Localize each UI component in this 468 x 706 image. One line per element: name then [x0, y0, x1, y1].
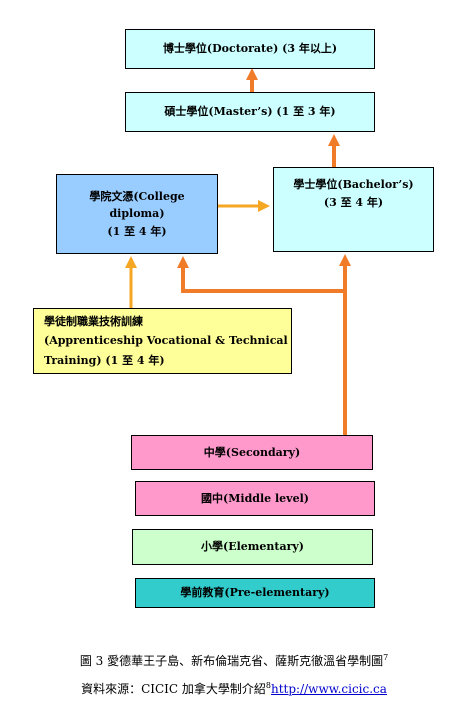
pre-elementary-box: 學前教育(Pre-elementary) — [135, 578, 375, 608]
figure-caption-text: 圖 3 愛德華王子島、新布倫瑞克省、薩斯克徹溫省學制圖 — [79, 654, 384, 668]
masters-label: 碩士學位(Master’s) (1 至 3 年) — [164, 105, 336, 119]
bachelor-box: 學士學位(Bachelor’s) (3 至 4 年) — [273, 167, 434, 252]
apprenticeship-label-line-2: (Apprenticeship Vocational & Technical — [44, 334, 288, 348]
elementary-label: 小學(Elementary) — [200, 540, 304, 554]
apprenticeship-label-line-1: 學徒制職業技術訓練 — [44, 315, 143, 329]
college-box: 學院文憑(College diploma) (1 至 4 年) — [56, 174, 218, 254]
source-caption-text: 資料來源：CICIC 加拿大學制介紹 — [81, 682, 266, 696]
source-caption-note: 8 — [265, 681, 271, 690]
college-label-line-2: diploma) — [109, 207, 165, 221]
line-secondary-to-junction — [177, 256, 347, 435]
source-caption: 資料來源：CICIC 加拿大學制介紹8http://www.cicic.ca — [0, 680, 468, 697]
apprenticeship-label-line-3: Training) (1 至 4 年) — [44, 353, 165, 367]
pre-elementary-label: 學前教育(Pre-elementary) — [180, 586, 330, 600]
masters-box: 碩士學位(Master’s) (1 至 3 年) — [125, 92, 375, 132]
source-link[interactable]: http://www.cicic.ca — [271, 682, 387, 696]
doctorate-box: 博士學位(Doctorate) (3 年以上) — [125, 29, 375, 69]
elementary-box: 小學(Elementary) — [132, 529, 373, 565]
doctorate-label: 博士學位(Doctorate) (3 年以上) — [162, 42, 338, 56]
apprenticeship-box: 學徒制職業技術訓練 (Apprenticeship Vocational & T… — [33, 308, 292, 374]
college-label-line-1: 學院文憑(College — [89, 189, 185, 203]
middle-level-box: 國中(Middle level) — [135, 481, 375, 516]
secondary-label: 中學(Secondary) — [203, 445, 301, 459]
figure-caption-note: 7 — [383, 653, 389, 662]
figure-caption: 圖 3 愛德華王子島、新布倫瑞克省、薩斯克徹溫省學制圖7 — [0, 652, 468, 669]
bachelor-label-line-1: 學士學位(Bachelor’s) — [293, 178, 414, 191]
middle-level-label: 國中(Middle level) — [201, 491, 309, 505]
college-label-line-3: (1 至 4 年) — [107, 224, 167, 238]
secondary-box: 中學(Secondary) — [131, 435, 373, 470]
bachelor-label-line-2: (3 至 4 年) — [323, 195, 384, 209]
